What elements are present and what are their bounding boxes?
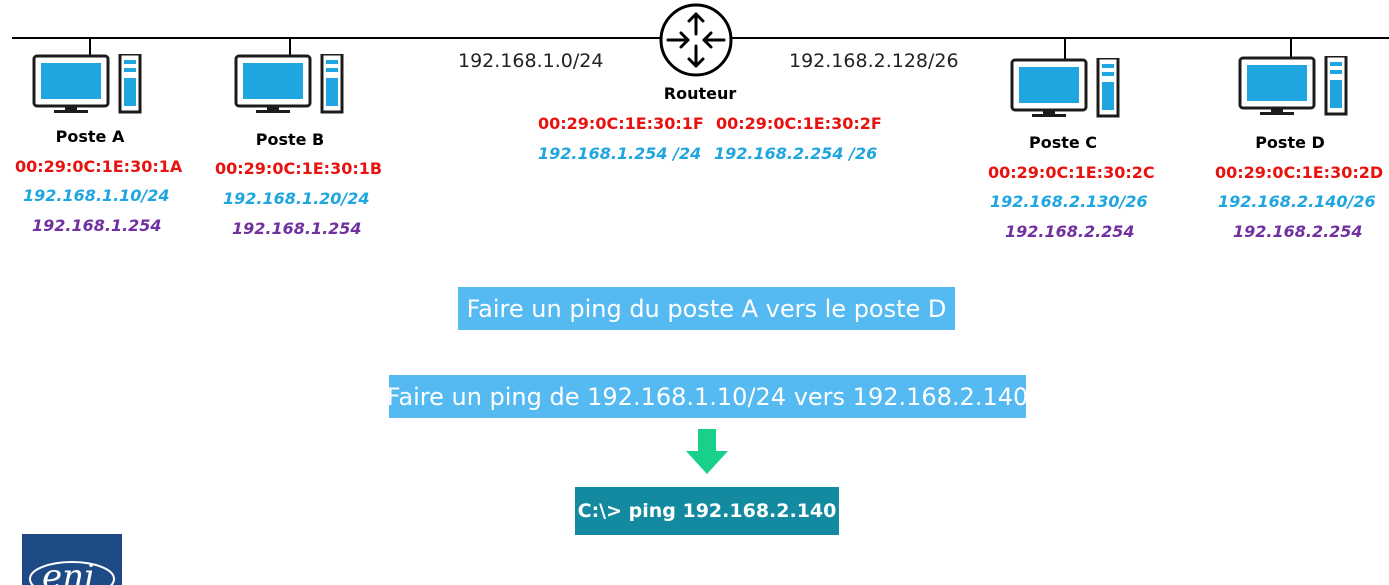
task-banner: Faire un ping du poste A vers le poste D xyxy=(458,287,955,330)
router-ip-left: 192.168.1.254 /24 xyxy=(538,144,702,163)
logo-text: eni xyxy=(42,557,95,585)
host-gateway: 192.168.1.254 xyxy=(232,219,362,238)
desktop-computer-icon xyxy=(1010,58,1120,118)
router-mac-left: 00:29:0C:1E:30:1F xyxy=(538,114,704,133)
host-ip: 192.168.2.130/26 xyxy=(990,192,1148,211)
host-gateway: 192.168.1.254 xyxy=(32,216,162,235)
router-icon xyxy=(659,3,733,77)
task-ip-banner: Faire un ping de 192.168.1.10/24 vers 19… xyxy=(387,375,1028,418)
router-label: Routeur xyxy=(663,84,737,103)
host-name: Poste D xyxy=(1255,133,1325,152)
drop-line-c xyxy=(1064,38,1066,60)
host-name: Poste A xyxy=(55,127,125,146)
router-ip-right: 192.168.2.254 /26 xyxy=(714,144,878,163)
eni-logo: eni xyxy=(22,534,122,585)
desktop-computer-icon xyxy=(234,54,344,114)
network-left-label: 192.168.1.0/24 xyxy=(458,50,604,72)
host-mac: 00:29:0C:1E:30:1A xyxy=(15,157,183,176)
host-ip: 192.168.2.140/26 xyxy=(1218,192,1376,211)
drop-line-a xyxy=(89,38,91,56)
host-gateway: 192.168.2.254 xyxy=(1005,222,1135,241)
desktop-computer-icon xyxy=(1238,56,1348,116)
network-right-label: 192.168.2.128/26 xyxy=(789,50,959,72)
host-mac: 00:29:0C:1E:30:2C xyxy=(988,163,1155,182)
host-mac: 00:29:0C:1E:30:2D xyxy=(1215,163,1384,182)
router-mac-right: 00:29:0C:1E:30:2F xyxy=(716,114,882,133)
down-arrow-icon xyxy=(686,429,728,474)
host-ip: 192.168.1.10/24 xyxy=(23,186,170,205)
host-name: Poste B xyxy=(255,130,325,149)
host-mac: 00:29:0C:1E:30:1B xyxy=(215,159,383,178)
drop-line-b xyxy=(289,38,291,56)
drop-line-d xyxy=(1290,38,1292,58)
ping-command: C:\> ping 192.168.2.140 xyxy=(575,487,839,535)
desktop-computer-icon xyxy=(32,54,142,114)
host-ip: 192.168.1.20/24 xyxy=(223,189,370,208)
host-name: Poste C xyxy=(1028,133,1098,152)
host-gateway: 192.168.2.254 xyxy=(1233,222,1363,241)
